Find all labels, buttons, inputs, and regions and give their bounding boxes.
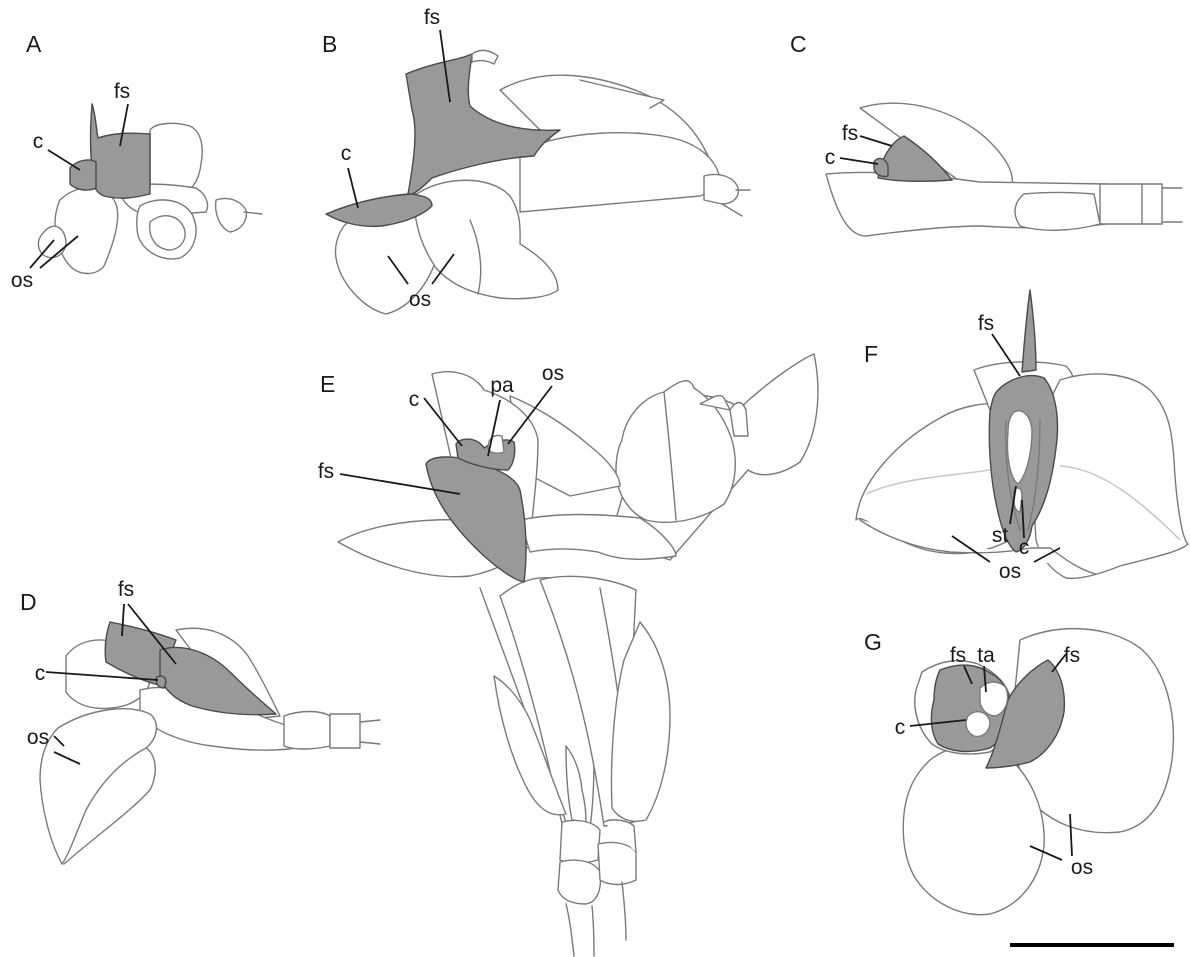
panel-e: E bbox=[318, 354, 818, 956]
annotation-c-fs: fs bbox=[842, 122, 858, 145]
annotation-d-c: c bbox=[35, 662, 46, 685]
annotation-e-fs: fs bbox=[318, 460, 334, 483]
annotation-e-c: c bbox=[409, 388, 420, 411]
annotation-g-c: c bbox=[895, 716, 906, 739]
panel-c-drawing bbox=[826, 103, 1182, 236]
annotation-g-fs-2: fs bbox=[1064, 644, 1080, 667]
annotation-a-fs: fs bbox=[114, 80, 130, 103]
panel-d-drawing bbox=[40, 622, 380, 864]
panel-label-e: E bbox=[320, 371, 335, 397]
panel-g: G fs ta fs c os bbox=[864, 629, 1173, 915]
panel-g-drawing bbox=[903, 629, 1173, 915]
panel-b: B fs c os bbox=[322, 6, 750, 314]
annotation-f-os: os bbox=[999, 560, 1021, 583]
leader-c-c bbox=[840, 158, 878, 164]
annotation-g-os: os bbox=[1071, 856, 1093, 879]
annotation-f-c: c bbox=[1019, 536, 1030, 559]
annotation-e-pa: pa bbox=[490, 374, 514, 397]
panel-label-g: G bbox=[864, 629, 882, 655]
panel-b-drawing bbox=[326, 50, 750, 314]
panel-e-drawing bbox=[338, 354, 818, 956]
annotation-b-os: os bbox=[409, 288, 431, 311]
annotation-g-ta: ta bbox=[977, 644, 995, 667]
annotation-d-fs: fs bbox=[118, 578, 134, 601]
leader-c-fs bbox=[860, 136, 892, 146]
panel-c: C fs c bbox=[790, 31, 1182, 236]
annotation-b-fs: fs bbox=[424, 6, 440, 29]
leader-b-c bbox=[348, 168, 358, 208]
annotation-f-st: st bbox=[992, 524, 1009, 547]
annotation-g-fs-1: fs bbox=[950, 644, 966, 667]
leader-a-c bbox=[48, 150, 80, 170]
panel-a-drawing bbox=[38, 104, 262, 274]
annotation-c-c: c bbox=[825, 146, 836, 169]
panel-label-c: C bbox=[790, 31, 807, 57]
panel-label-a: A bbox=[26, 31, 42, 57]
annotation-b-c: c bbox=[341, 142, 352, 165]
annotation-e-os: os bbox=[542, 362, 564, 385]
panel-a: A fs c os bbox=[11, 31, 262, 292]
annotation-f-fs: fs bbox=[978, 312, 994, 335]
annotation-d-os: os bbox=[27, 726, 49, 749]
annotation-a-os: os bbox=[11, 269, 33, 292]
panel-d: D fs c os bbox=[20, 578, 380, 864]
panel-f: F fs st c os bbox=[856, 290, 1188, 583]
annotation-a-c: c bbox=[33, 130, 44, 153]
panel-label-d: D bbox=[20, 589, 37, 615]
panel-label-b: B bbox=[322, 31, 337, 57]
panel-label-f: F bbox=[864, 341, 878, 367]
